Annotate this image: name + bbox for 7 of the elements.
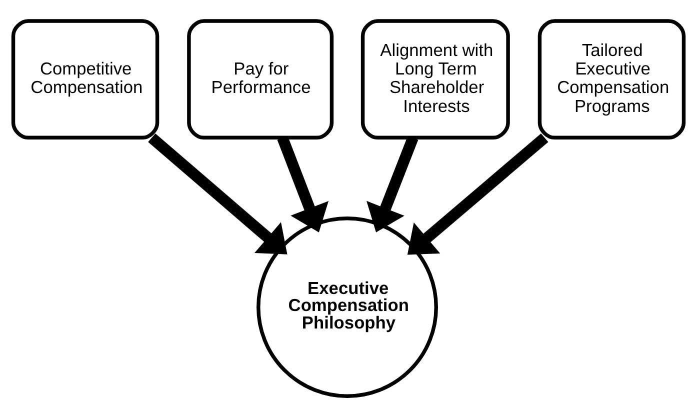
node-box: Tailored Executive Compensation Programs (538, 19, 686, 140)
node-circle: Executive Compensation Philosophy (256, 216, 438, 398)
node-box: Alignment with Long Term Shareholder Interests (360, 19, 510, 140)
node-box: Pay for Performance (187, 19, 334, 140)
arrow (407, 133, 548, 255)
arrow (148, 134, 288, 254)
node-box: Competitive Compensation (11, 19, 160, 140)
